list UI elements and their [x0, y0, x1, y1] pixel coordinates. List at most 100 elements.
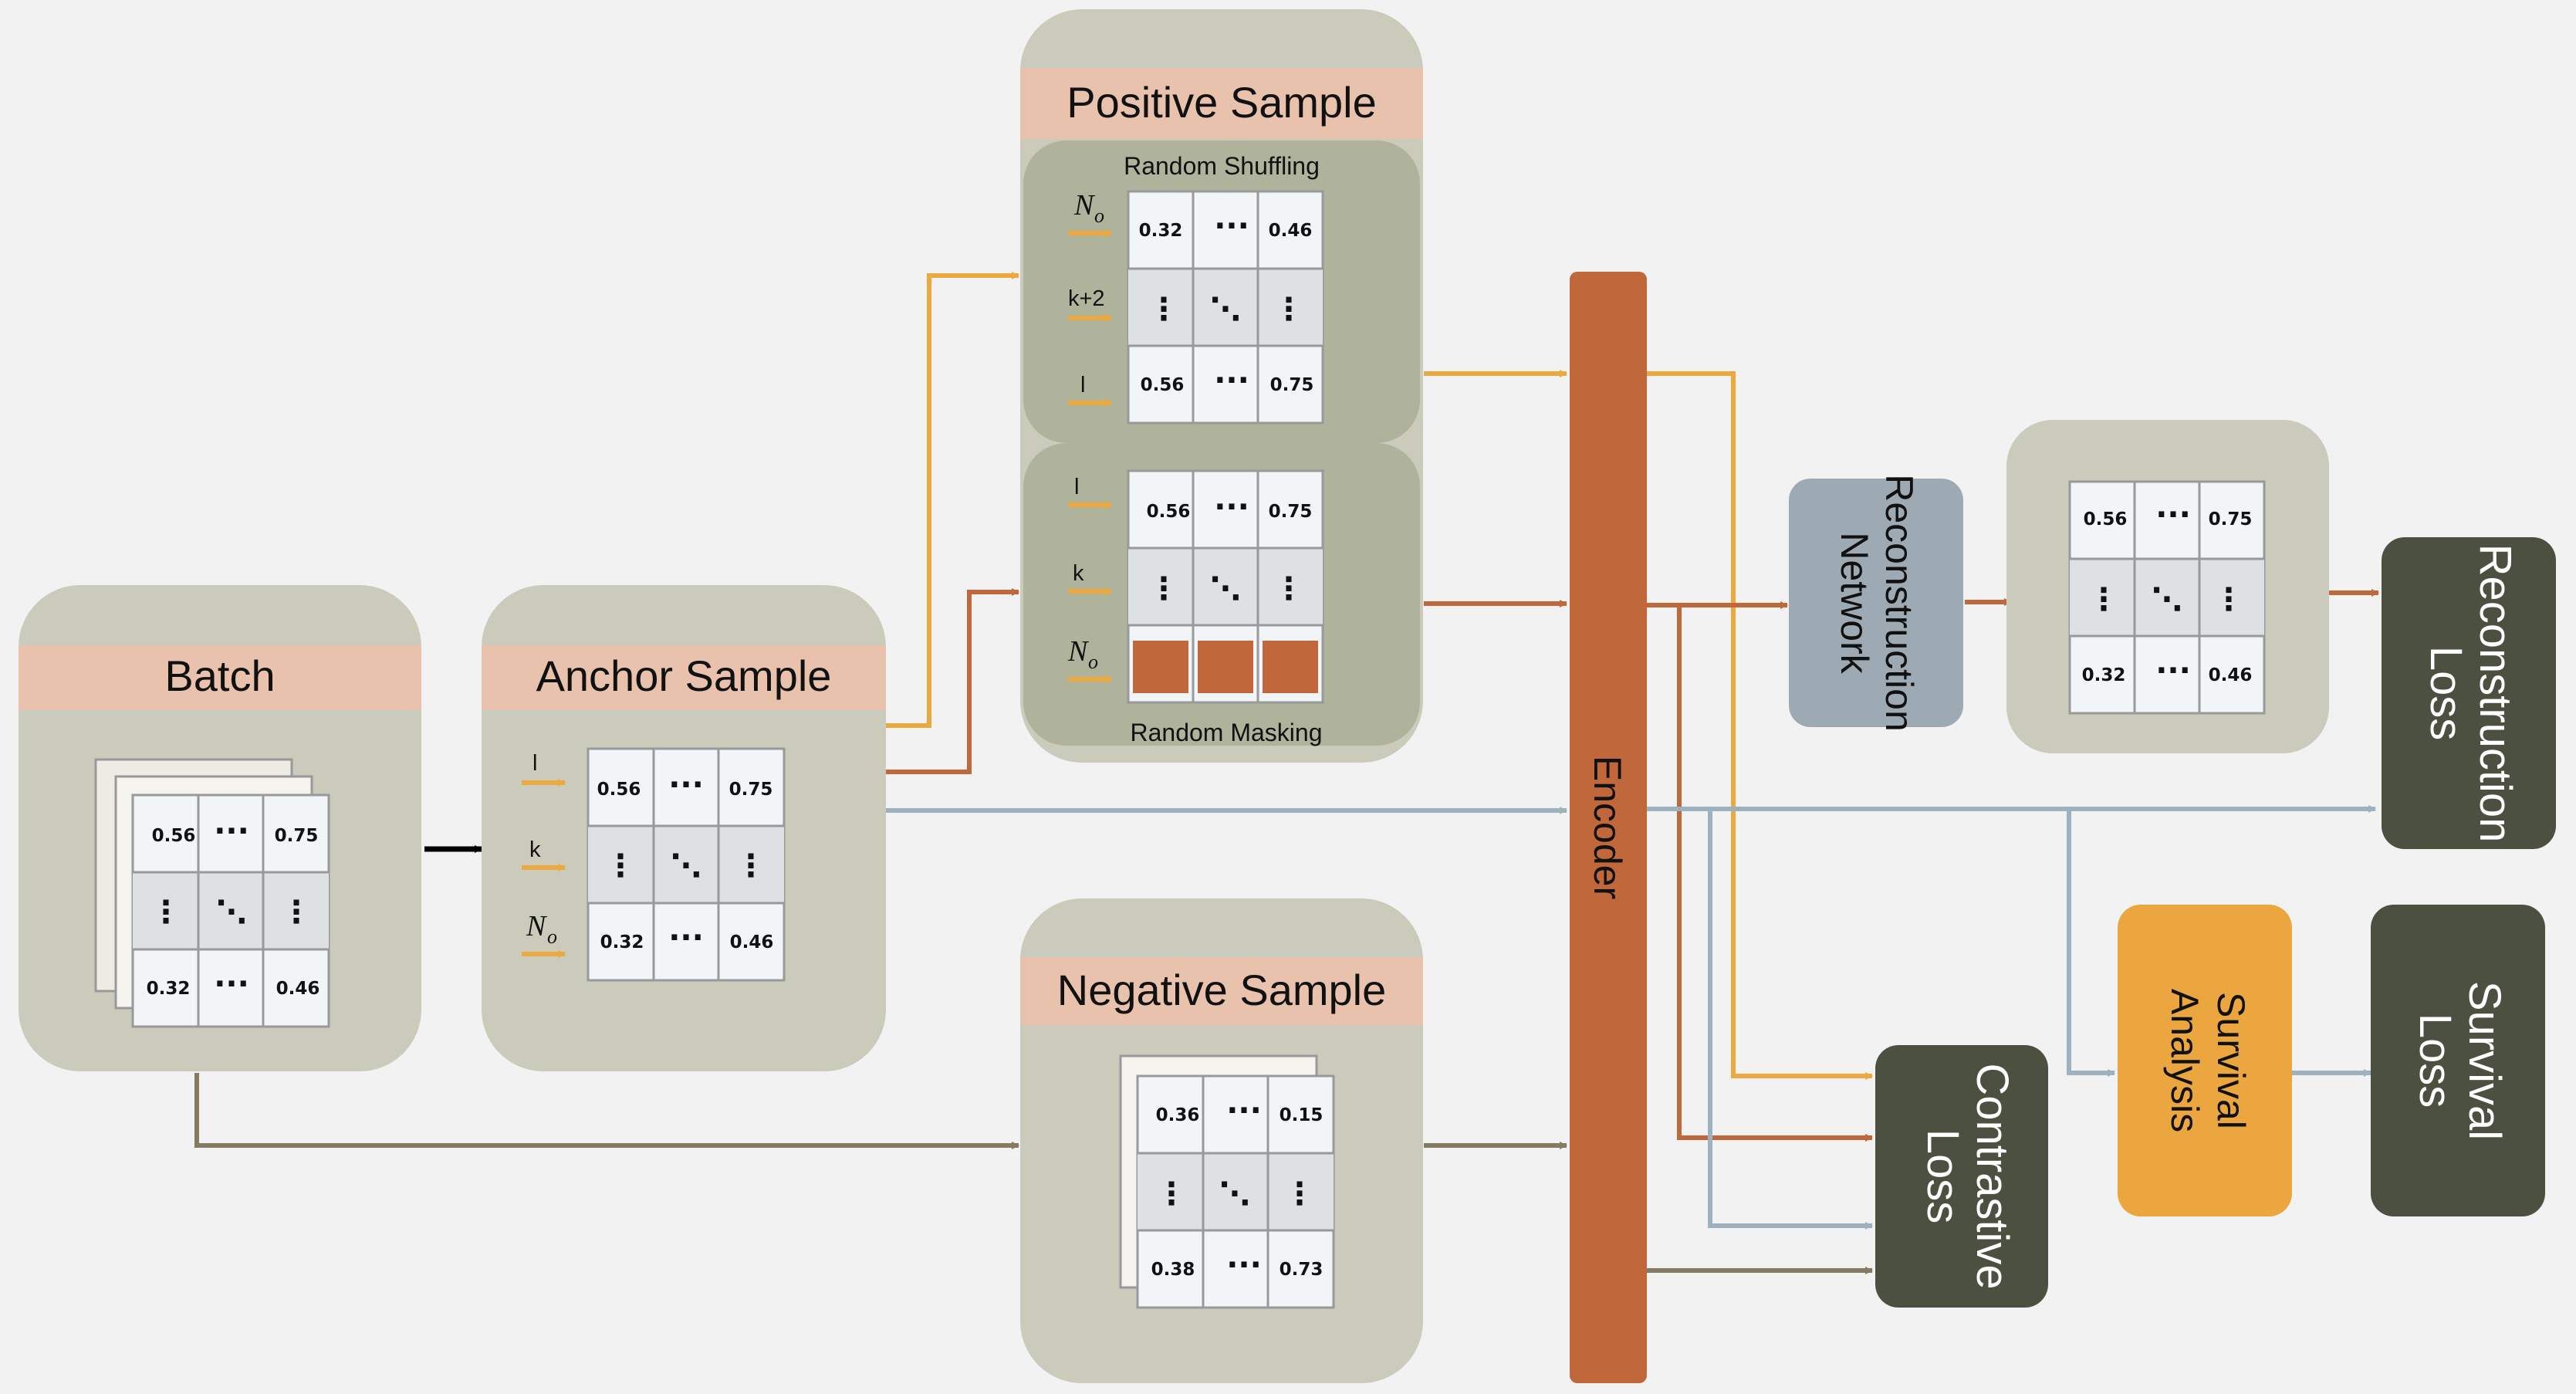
arrow-anchor-to-shuffle — [886, 272, 1019, 728]
shuffle-cell-3: 0.56 — [1141, 375, 1185, 395]
batch-cell-4: 0.46 — [276, 979, 320, 999]
arrow-to-survival-analysis — [2067, 809, 2115, 1077]
shuffle-row-label-n-sub: o — [1094, 205, 1104, 227]
recon-net-line2: Network — [1833, 532, 1876, 674]
recon-loss-line1: Reconstruction — [2470, 544, 2520, 843]
anchor-cell-4: 0.46 — [730, 932, 774, 952]
reconstructed-matrix: 0.56 ··· 0.75 ⋮ ⋱ ⋮ 0.32 ··· 0.46 — [2068, 480, 2266, 715]
negative-cell-3: 0.38 — [1151, 1260, 1195, 1280]
mask-block-3 — [1263, 641, 1318, 693]
anchor-vdots-2: ⋮ — [735, 848, 766, 884]
mask-subpanel: l k N o 0.56 ··· 0.75 ⋮ ⋱ ⋮ — [1023, 443, 1420, 746]
arrow-anchor-to-mask — [886, 588, 1019, 774]
shuffle-subpanel: Random Shuffling N o k+2 l 0.32 ··· 0.46… — [1023, 140, 1420, 443]
reconstructed-panel: 0.56 ··· 0.75 ⋮ ⋱ ⋮ 0.32 ··· 0.46 — [2006, 420, 2329, 753]
anchor-vdots-1: ⋮ — [605, 848, 636, 884]
mask-row-label-n: N — [1067, 635, 1090, 668]
batch-title: Batch — [164, 651, 275, 700]
arrow-encoder-to-contrastive-gray — [1708, 809, 1873, 1230]
negative-panel: Negative Sample 0.36 ··· 0.15 ⋮ ⋱ ⋮ 0.38… — [1020, 898, 1423, 1383]
reconstructed-cell-3: 0.32 — [2082, 665, 2126, 685]
arrow-encoder-to-contrastive-orange — [1647, 371, 1873, 1080]
anchor-row-label-n: N — [526, 910, 548, 942]
positive-title: Positive Sample — [1067, 78, 1377, 127]
negative-vdots-2: ⋮ — [1284, 1176, 1315, 1212]
recon-net-line1: Reconstruction — [1878, 474, 1921, 732]
reconstructed-vdots-2: ⋮ — [2213, 582, 2244, 617]
mask-row-label-n-sub: o — [1088, 651, 1098, 673]
reconstruction-loss-box: Reconstruction Loss — [2382, 537, 2556, 849]
batch-hdots-2: ··· — [214, 966, 249, 1002]
reconstruction-network-block: Reconstruction Network — [1789, 474, 1963, 732]
shuffle-hdots-1: ··· — [1214, 208, 1249, 244]
arrow-batch-to-negative — [194, 1073, 1019, 1149]
anchor-row-label-k: k — [529, 837, 541, 862]
contrastive-loss-line1: Contrastive — [1967, 1063, 2017, 1289]
mask-block-1 — [1133, 641, 1188, 693]
mask-row-label-k: k — [1073, 561, 1084, 586]
shuffle-cell-1: 0.32 — [1139, 221, 1183, 241]
survival-loss-line2: Loss — [2410, 1013, 2460, 1108]
mask-label: Random Masking — [1131, 719, 1323, 746]
mask-ddots: ⋱ — [1210, 571, 1241, 607]
batch-cell-3: 0.32 — [147, 979, 191, 999]
negative-hdots-1: ··· — [1226, 1093, 1262, 1128]
encoder-block: Encoder — [1570, 272, 1647, 1383]
mask-matrix: 0.56 ··· 0.75 ⋮ ⋱ ⋮ — [1127, 469, 1324, 704]
shuffle-label: Random Shuffling — [1124, 152, 1320, 180]
anchor-row-label-l: l — [532, 751, 537, 776]
shuffle-hdots-2: ··· — [1214, 363, 1249, 398]
mask-cell-1: 0.56 — [1147, 502, 1191, 522]
negative-ddots: ⋱ — [1219, 1176, 1250, 1212]
mask-hdots-1: ··· — [1214, 489, 1249, 525]
shuffle-vdots-1: ⋮ — [1148, 292, 1179, 327]
encoder-label: Encoder — [1586, 756, 1629, 899]
survival-analysis-box: Survival Analysis — [2118, 905, 2292, 1216]
shuffle-row-label-n: N — [1073, 189, 1096, 222]
recon-loss-line2: Loss — [2421, 646, 2471, 741]
negative-cell-4: 0.73 — [1280, 1260, 1323, 1280]
shuffle-row-label-l: l — [1080, 373, 1085, 398]
batch-panel: Batch 0.56 ··· 0.75 ⋮ ⋱ ⋮ 0.32 ··· 0.46 — [19, 585, 421, 1071]
shuffle-ddots: ⋱ — [1210, 292, 1241, 327]
batch-hdots-1: ··· — [214, 814, 249, 849]
reconstructed-cell-1: 0.56 — [2084, 509, 2128, 530]
shuffle-cell-2: 0.46 — [1269, 221, 1313, 241]
batch-cell-1: 0.56 — [152, 826, 196, 846]
negative-cell-1: 0.36 — [1156, 1105, 1200, 1125]
anchor-header — [482, 645, 886, 710]
anchor-row-label-n-sub: o — [547, 925, 557, 948]
negative-header — [1020, 957, 1423, 1025]
reconstructed-ddots: ⋱ — [2152, 582, 2182, 617]
shuffle-matrix: 0.32 ··· 0.46 ⋮ ⋱ ⋮ 0.56 ··· 0.75 — [1127, 190, 1324, 425]
contrastive-loss-box: Contrastive Loss — [1875, 1045, 2048, 1308]
shuffle-vdots-2: ⋮ — [1273, 292, 1304, 327]
batch-vdots-2: ⋮ — [281, 895, 312, 930]
reconstructed-hdots-2: ··· — [2155, 653, 2191, 689]
survival-analysis-line2: Analysis — [2163, 989, 2206, 1132]
anchor-cell-3: 0.32 — [600, 932, 644, 952]
anchor-title: Anchor Sample — [536, 651, 832, 700]
negative-title: Negative Sample — [1057, 966, 1386, 1014]
negative-vdots-1: ⋮ — [1156, 1176, 1187, 1212]
anchor-hdots-2: ··· — [668, 920, 704, 956]
batch-ddots: ⋱ — [216, 895, 247, 930]
anchor-panel: Anchor Sample l k N o 0.56 ··· 0.75 ⋮ ⋱ … — [482, 585, 886, 1071]
reconstructed-vdots-1: ⋮ — [2088, 582, 2119, 617]
survival-loss-line1: Survival — [2459, 981, 2510, 1140]
shuffle-cell-4: 0.75 — [1270, 375, 1314, 395]
anchor-cell-2: 0.75 — [729, 780, 773, 800]
anchor-cell-1: 0.56 — [597, 780, 641, 800]
survival-loss-box: Survival Loss — [2371, 905, 2545, 1216]
batch-cell-2: 0.75 — [275, 826, 319, 846]
negative-hdots-2: ··· — [1226, 1247, 1262, 1283]
reconstructed-cell-2: 0.75 — [2209, 509, 2253, 530]
reconstructed-cell-4: 0.46 — [2209, 665, 2253, 685]
anchor-ddots: ⋱ — [671, 848, 701, 884]
negative-cell-2: 0.15 — [1280, 1105, 1323, 1125]
anchor-hdots-1: ··· — [668, 767, 704, 803]
batch-matrix: 0.56 ··· 0.75 ⋮ ⋱ ⋮ 0.32 ··· 0.46 — [131, 793, 330, 1028]
mask-row-label-l: l — [1074, 475, 1079, 499]
batch-header — [19, 645, 421, 710]
